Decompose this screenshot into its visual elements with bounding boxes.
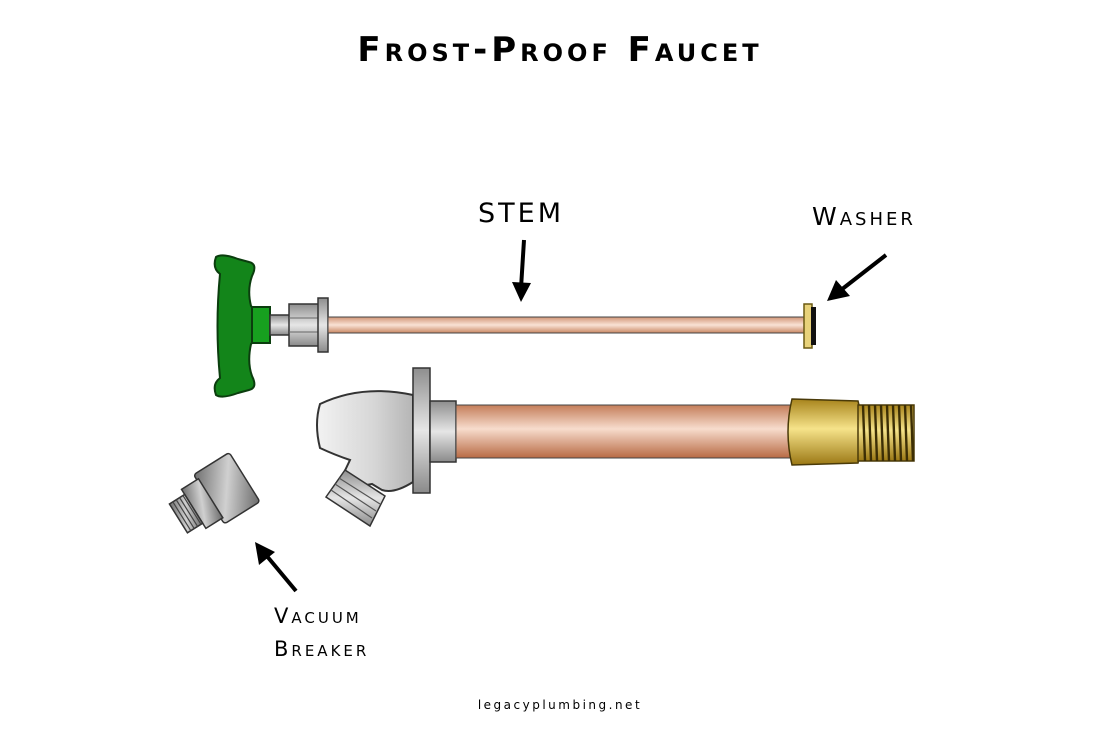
stem-assembly xyxy=(213,254,816,398)
vacuum-breaker-label: Vacuum Breaker xyxy=(274,600,369,666)
diagram-title: Frost-Proof Faucet xyxy=(357,30,763,70)
packing-nut xyxy=(288,303,320,347)
handle xyxy=(213,254,256,398)
stem-flange xyxy=(317,297,329,353)
vacuum-breaker-label-line1: Vacuum xyxy=(274,604,362,628)
vacuum-breaker-thread xyxy=(168,493,204,534)
stem-rod xyxy=(327,316,806,334)
spout-body xyxy=(316,390,414,492)
washer xyxy=(811,307,816,345)
copper-pipe xyxy=(455,404,793,459)
brass-thread-lines xyxy=(861,404,915,462)
stem-label: STEM xyxy=(478,198,564,229)
stem-arrow xyxy=(512,239,531,302)
washer-label: Washer xyxy=(812,202,916,231)
vacuum-breaker xyxy=(168,452,260,534)
vacuum-breaker-label-line2: Breaker xyxy=(274,637,370,661)
stem-neck xyxy=(269,314,291,336)
hose-thread-lines xyxy=(330,477,381,519)
brass-fitting xyxy=(787,398,863,466)
mounting-flange xyxy=(412,367,431,494)
washer-arrow xyxy=(827,253,888,301)
vacuum-breaker-arrow xyxy=(255,542,298,593)
washer-retainer xyxy=(803,303,813,349)
faucet-body-assembly xyxy=(316,367,915,528)
body-collar xyxy=(429,400,457,463)
site-credit: legacyplumbing.net xyxy=(477,698,643,712)
handle-collar xyxy=(251,306,271,344)
